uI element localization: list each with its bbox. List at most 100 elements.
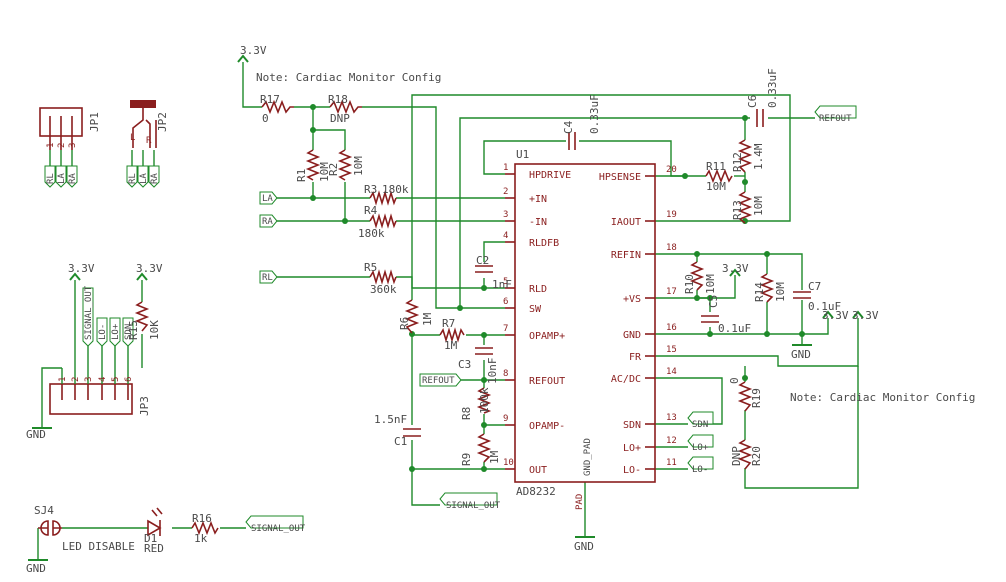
ic-pin-number: 15 <box>666 345 677 355</box>
svg-text:SIGNAL_OUT: SIGNAL_OUT <box>446 501 501 511</box>
r10 <box>689 261 705 291</box>
junctions <box>310 104 805 472</box>
component-label: 180k <box>358 227 385 240</box>
net-flag-label: RL <box>128 173 138 184</box>
ic-pin-number: 2 <box>503 187 508 197</box>
component-label: 1M <box>421 312 434 326</box>
component-label: R10 <box>683 274 696 294</box>
ic-pin-number: 5 <box>503 277 508 287</box>
r9 <box>476 433 492 463</box>
svg-text:GND: GND <box>574 540 594 553</box>
ic-pin-number: 6 <box>503 297 508 307</box>
ic-pin-number: 17 <box>666 287 677 297</box>
component-label: R5 <box>364 261 377 274</box>
ic-pin-name: OPAMP- <box>529 421 565 432</box>
r19 <box>737 381 753 412</box>
svg-text:RL: RL <box>262 273 273 283</box>
ic-pin-number: 19 <box>666 210 677 220</box>
component-label: 100k <box>478 387 491 414</box>
component-label: 10M <box>704 274 717 294</box>
ic-pin-number: 11 <box>666 458 677 468</box>
component-label: C1 <box>394 435 407 448</box>
component-label: 1k <box>194 532 208 545</box>
component-label: 0.33uF <box>588 94 601 134</box>
note-top: Note: Cardiac Monitor Config <box>256 71 441 84</box>
c6 <box>756 109 764 127</box>
ic-pin-name: REFIN <box>611 250 641 261</box>
svg-text:REFOUT: REFOUT <box>819 114 852 124</box>
component-label: 0.33uF <box>766 68 779 108</box>
component-label: R15 <box>127 320 140 340</box>
ic-pin-number: 1 <box>503 163 508 173</box>
component-label: C2 <box>476 254 489 267</box>
r8 <box>476 387 492 414</box>
net-flag <box>137 165 149 188</box>
net-flag-label: RA <box>68 173 78 184</box>
svg-text:SIGNAL_OUT: SIGNAL_OUT <box>251 524 306 534</box>
resistors <box>134 99 775 536</box>
svg-text:3.3V: 3.3V <box>852 309 879 322</box>
component-label: D1 <box>144 532 157 545</box>
svg-text:1: 1 <box>46 143 56 148</box>
component-label: 10M <box>752 196 765 216</box>
note-right: Note: Cardiac Monitor Config <box>790 391 975 404</box>
net-flag <box>109 317 121 347</box>
net-flag-label: LA <box>139 173 149 184</box>
ic-pin-number: 14 <box>666 367 677 377</box>
ic-pin-number: 8 <box>503 369 508 379</box>
r15 <box>134 301 150 332</box>
component-label: DNP <box>330 112 350 125</box>
component-label: 0 <box>262 112 269 125</box>
ic-pin-name: RLDFB <box>529 238 559 249</box>
c2 <box>475 265 493 273</box>
ic-pin-name: IAOUT <box>611 217 641 228</box>
svg-text:GND: GND <box>26 562 46 575</box>
ic-pin-name: LO+ <box>623 443 641 454</box>
ic-pin-number: 4 <box>503 231 508 241</box>
component-label: R14 <box>753 282 766 302</box>
net-flag <box>82 287 94 347</box>
svg-text:LO-: LO- <box>692 465 708 475</box>
ic-pin-name: -IN <box>529 217 547 228</box>
ic-pin-number: 12 <box>666 436 677 446</box>
r12 <box>737 139 753 173</box>
component-label: R11 <box>706 160 726 173</box>
ic-pin-number: 10 <box>503 458 514 468</box>
svg-text:SDN: SDN <box>692 420 708 430</box>
component-label: R8 <box>460 407 473 420</box>
ic-pin-name: SDN <box>623 420 641 431</box>
component-label: R18 <box>328 93 348 106</box>
r13 <box>737 191 753 224</box>
component-label: R4 <box>364 204 378 217</box>
net-flag-label: RA <box>150 173 160 184</box>
component-label: 0.1uF <box>718 322 751 335</box>
component-label: R3 <box>364 183 377 196</box>
svg-text:L: L <box>130 133 135 143</box>
svg-text:JP2: JP2 <box>156 112 169 132</box>
jp3-pin-number: 6 <box>124 377 134 382</box>
component-label: 1M <box>444 339 458 352</box>
ic-pin-name: LO- <box>623 465 641 476</box>
r11 <box>705 168 733 184</box>
net-flag <box>126 165 138 188</box>
component-label: C4 <box>562 120 575 134</box>
component-label: 1M <box>488 450 501 464</box>
ic-ref: U1 <box>516 148 529 161</box>
jp3-pin-number: 4 <box>98 377 108 382</box>
rail-labels: 3.3V 3.3V 3.3V 3.3V 3.3V 3.3V GND GND GN… <box>26 44 879 575</box>
component-label: C7 <box>808 280 821 293</box>
ic-pin-name: HPSENSE <box>599 172 641 183</box>
ic-pin-name: RLD <box>529 284 547 295</box>
ic-pin-name: FR <box>629 352 642 363</box>
ic-pin-name: +IN <box>529 194 547 205</box>
svg-text:3.3V: 3.3V <box>68 262 95 275</box>
net-flag <box>44 165 56 188</box>
svg-text:R: R <box>146 136 152 146</box>
svg-text:RA: RA <box>262 217 273 227</box>
component-label: SJ4 <box>34 504 54 517</box>
ic-pin-number: 7 <box>503 324 508 334</box>
component-label: R6 <box>398 317 411 330</box>
svg-text:LA: LA <box>262 194 273 204</box>
net-flag-label: LO+ <box>111 323 121 340</box>
